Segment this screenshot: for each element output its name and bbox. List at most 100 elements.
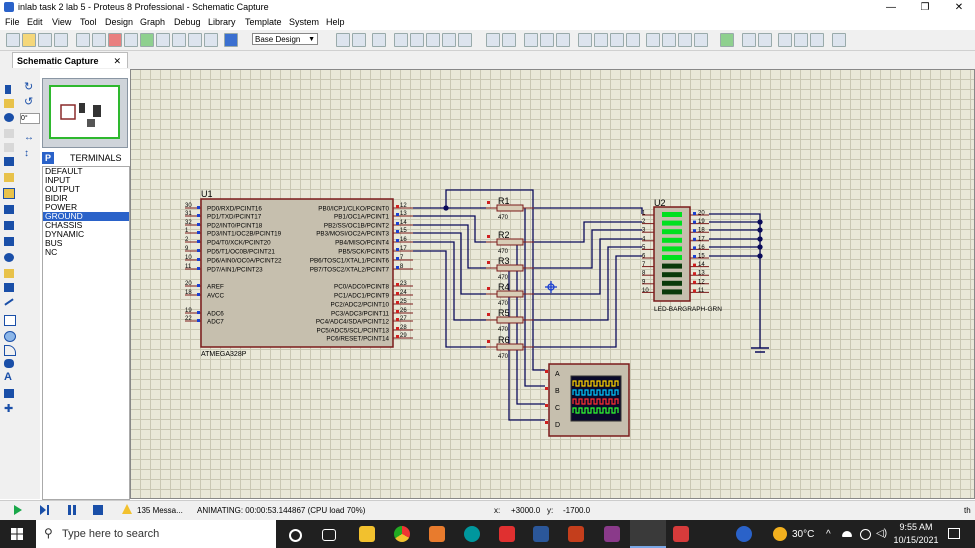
tab-schematic-capture[interactable]: Schematic Capture ✕ bbox=[12, 52, 128, 68]
info-icon[interactable] bbox=[224, 33, 238, 47]
wire-autoroute-icon[interactable] bbox=[720, 33, 734, 47]
text-icon[interactable]: A bbox=[4, 371, 12, 383]
stop-icon[interactable] bbox=[93, 505, 103, 515]
pause-icon[interactable] bbox=[68, 505, 71, 515]
proteus-taskbar-button[interactable] bbox=[630, 520, 666, 548]
symbol-icon[interactable] bbox=[4, 389, 14, 398]
list-item[interactable]: BIDIR bbox=[45, 193, 68, 203]
block-rotate-icon[interactable] bbox=[610, 33, 624, 47]
open-icon[interactable] bbox=[22, 33, 36, 47]
menu-library[interactable]: Library bbox=[208, 17, 236, 27]
selection-mode-icon[interactable] bbox=[5, 85, 11, 94]
rotate-cw-icon[interactable]: ↻ bbox=[24, 81, 34, 93]
menu-edit[interactable]: Edit bbox=[27, 17, 43, 27]
menu-debug[interactable]: Debug bbox=[174, 17, 201, 27]
winrar-icon[interactable] bbox=[604, 526, 620, 542]
marker-icon[interactable]: ✚ bbox=[4, 403, 14, 415]
cloud-icon[interactable] bbox=[842, 531, 852, 537]
list-item[interactable]: INPUT bbox=[45, 175, 71, 185]
rotation-field[interactable]: 0° bbox=[20, 113, 40, 124]
menu-design[interactable]: Design bbox=[105, 17, 134, 27]
redo-icon[interactable] bbox=[502, 33, 516, 47]
menu-tool[interactable]: Tool bbox=[80, 17, 97, 27]
zoom-in-icon[interactable] bbox=[410, 33, 424, 47]
component-mode-icon[interactable] bbox=[4, 99, 14, 108]
network-globe-icon[interactable] bbox=[860, 529, 871, 540]
refresh-icon[interactable] bbox=[336, 33, 350, 47]
design-select[interactable]: Base Design▼ bbox=[252, 33, 318, 45]
clock-date[interactable]: 10/15/2021 bbox=[893, 535, 939, 545]
list-item[interactable]: BUS bbox=[45, 238, 63, 248]
list-item[interactable]: NC bbox=[45, 247, 58, 257]
block-copy-icon[interactable] bbox=[578, 33, 592, 47]
menu-graph[interactable]: Graph bbox=[140, 17, 166, 27]
menu-view[interactable]: View bbox=[52, 17, 72, 27]
help-tray-icon[interactable] bbox=[736, 526, 752, 542]
list-item[interactable]: POWER bbox=[45, 202, 78, 212]
arduino-icon[interactable] bbox=[464, 526, 480, 542]
pick-from-library-button[interactable]: P bbox=[42, 152, 54, 164]
notes-icon[interactable] bbox=[172, 33, 186, 47]
design-explorer-icon[interactable] bbox=[832, 33, 846, 47]
cut-icon[interactable] bbox=[524, 33, 538, 47]
overview-window[interactable] bbox=[42, 78, 128, 148]
matlab-icon[interactable] bbox=[429, 526, 445, 542]
path-icon[interactable] bbox=[4, 359, 14, 368]
virtual-instruments-icon[interactable] bbox=[4, 283, 14, 292]
new-sheet-icon[interactable] bbox=[778, 33, 792, 47]
wire-label-icon[interactable] bbox=[4, 129, 14, 138]
bus-icon[interactable] bbox=[4, 157, 14, 166]
3d-icon[interactable] bbox=[140, 33, 154, 47]
proteus-isis-icon[interactable] bbox=[673, 526, 689, 542]
source-code-icon[interactable] bbox=[188, 33, 202, 47]
box-icon[interactable] bbox=[4, 315, 16, 326]
show-hidden-icons-icon[interactable]: ^ bbox=[826, 529, 831, 540]
schematic-icon[interactable] bbox=[92, 33, 106, 47]
windows-start-icon[interactable] bbox=[11, 528, 23, 540]
block-move-icon[interactable] bbox=[594, 33, 608, 47]
step-icon[interactable] bbox=[40, 505, 46, 515]
terminals-mode-icon[interactable] bbox=[3, 188, 15, 199]
device-pins-icon[interactable] bbox=[4, 205, 14, 214]
minimize-button[interactable]: — bbox=[886, 2, 896, 13]
decompose-icon[interactable] bbox=[694, 33, 708, 47]
subcircuit-icon[interactable] bbox=[4, 173, 14, 182]
maximize-button[interactable]: ❐ bbox=[920, 2, 930, 13]
taskbar-search-box[interactable]: ⚲ Type here to search bbox=[36, 520, 276, 548]
origin-icon[interactable] bbox=[372, 33, 386, 47]
menu-template[interactable]: Template bbox=[245, 17, 282, 27]
task-view-icon[interactable] bbox=[322, 529, 336, 541]
pcb-icon[interactable] bbox=[108, 33, 122, 47]
voltage-probe-icon[interactable] bbox=[4, 269, 14, 278]
menu-help[interactable]: Help bbox=[326, 17, 345, 27]
exit-to-parent-icon[interactable] bbox=[810, 33, 824, 47]
help-icon[interactable] bbox=[204, 33, 218, 47]
word-icon[interactable] bbox=[533, 526, 549, 542]
mirror-horizontal-icon[interactable]: ↔ bbox=[24, 132, 34, 143]
close-button[interactable]: ✕ bbox=[954, 2, 964, 13]
app-icon-red[interactable] bbox=[499, 526, 515, 542]
copy-icon[interactable] bbox=[540, 33, 554, 47]
text-script-icon[interactable] bbox=[4, 143, 14, 152]
list-item-selected[interactable]: GROUND bbox=[43, 212, 129, 221]
new-icon[interactable] bbox=[6, 33, 20, 47]
terminals-list[interactable]: DEFAULT INPUT OUTPUT BIDIR POWER GROUND … bbox=[42, 166, 130, 500]
line-icon[interactable] bbox=[4, 298, 14, 306]
packaging-icon[interactable] bbox=[678, 33, 692, 47]
graph-mode-icon[interactable] bbox=[4, 221, 14, 230]
messages-count[interactable]: 135 Messa... bbox=[137, 506, 183, 515]
zoom-area-icon[interactable] bbox=[458, 33, 472, 47]
arc-icon[interactable] bbox=[4, 345, 16, 356]
pick-device-icon[interactable] bbox=[646, 33, 660, 47]
zoom-all-icon[interactable] bbox=[442, 33, 456, 47]
generator-icon[interactable] bbox=[4, 253, 14, 262]
save-all-icon[interactable] bbox=[54, 33, 68, 47]
close-tab-icon[interactable]: ✕ bbox=[113, 56, 121, 66]
list-item[interactable]: DYNAMIC bbox=[45, 229, 85, 239]
volume-icon[interactable]: ◁) bbox=[876, 528, 888, 539]
remove-sheet-icon[interactable] bbox=[794, 33, 808, 47]
save-icon[interactable] bbox=[38, 33, 52, 47]
list-item[interactable]: OUTPUT bbox=[45, 184, 80, 194]
block-delete-icon[interactable] bbox=[626, 33, 640, 47]
zoom-out-icon[interactable] bbox=[426, 33, 440, 47]
